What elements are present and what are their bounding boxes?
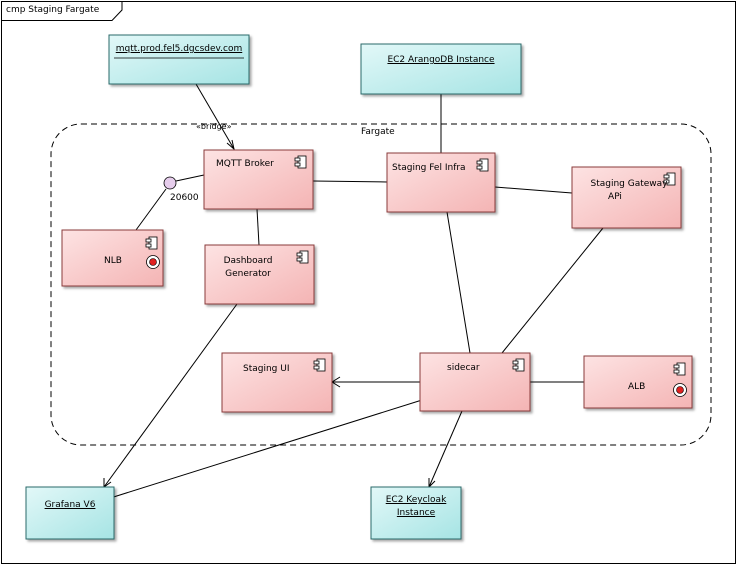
alb-end-marker (673, 383, 687, 397)
fargate-label: Fargate (361, 127, 395, 137)
broker-dashboard-connector (256, 208, 260, 246)
diagram-title: cmp Staging Fargate (6, 5, 100, 15)
dashboard-grafana-connector (103, 303, 238, 488)
gateway-label-line2: APi (608, 192, 622, 202)
dashboard-label-line1: Dashboard (223, 256, 273, 266)
keycloak-label-line2: Instance (396, 508, 436, 518)
sidecar-keycloak-connector (428, 410, 463, 488)
gateway-sidecar-connector (501, 227, 604, 354)
mqtt-endpoint-node[interactable] (108, 34, 250, 85)
mqtt-endpoint-label: mqtt.prod.fel5.dgcsdev.com (115, 44, 243, 54)
nlb-label: NLB (104, 256, 122, 266)
arangodb-label: EC2 ArangoDB Instance (387, 55, 495, 65)
nlb-end-marker (146, 255, 160, 269)
bridge-stereotype-label: «bridge» (196, 122, 232, 131)
grafana-node[interactable] (25, 486, 115, 540)
fel-infra-label: Staging Fel Infra (392, 163, 466, 173)
sidecar-label: sidecar (447, 363, 480, 373)
gateway-label-line1: Staging Gateway (590, 179, 668, 189)
fargate-boundary (50, 123, 712, 446)
port-20600-interface[interactable] (163, 176, 177, 190)
bridge-connector (195, 83, 235, 150)
fel-infra-component[interactable] (386, 152, 496, 213)
diagram-title-tab (1, 1, 123, 21)
sidecar-component[interactable] (419, 352, 531, 412)
broker-felinfra-connector (312, 180, 388, 183)
staging-ui-label: Staging UI (243, 364, 290, 374)
dashboard-label-line2: Generator (225, 269, 271, 279)
connectors (102, 83, 604, 502)
keycloak-label-line1: EC2 Keycloak (385, 495, 447, 505)
port-20600-label: 20600 (170, 193, 199, 203)
grafana-label: Grafana V6 (44, 500, 96, 510)
mqtt-broker-label: MQTT Broker (216, 159, 274, 169)
sidecar-grafana-connector (103, 399, 423, 501)
alb-label: ALB (628, 382, 646, 392)
keycloak-node[interactable] (370, 486, 462, 540)
dashboard-generator-component[interactable] (204, 244, 315, 305)
port-nlb-connector (135, 188, 167, 231)
felinfra-sidecar-connector (446, 211, 471, 354)
felinfra-gateway-connector (494, 186, 573, 194)
bridge-arrowhead (226, 139, 235, 151)
broker-port-connector (175, 174, 205, 182)
gateway-api-component[interactable] (571, 166, 682, 229)
arangodb-node[interactable] (360, 43, 522, 95)
